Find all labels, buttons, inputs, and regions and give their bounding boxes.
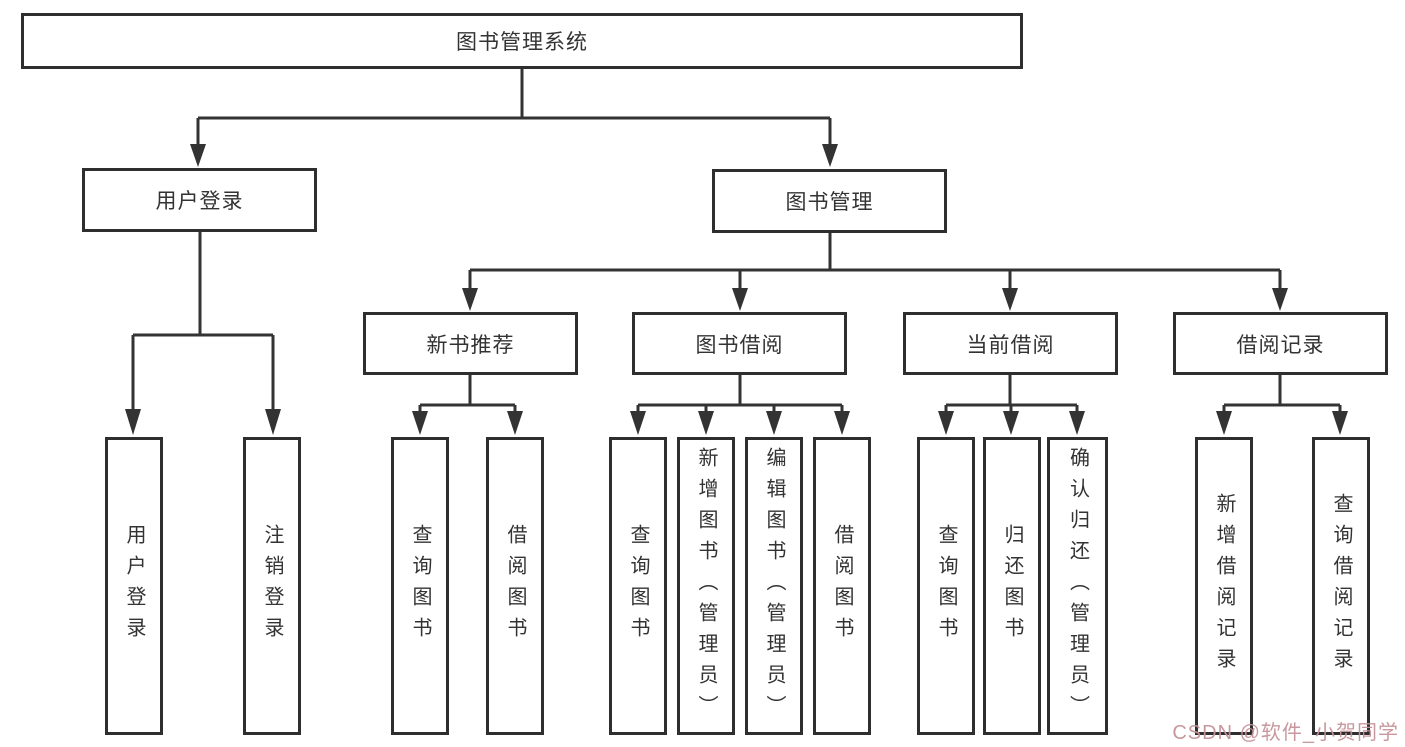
leaf-query-borrow-record: 查询借阅记录 — [1312, 437, 1370, 735]
node-root: 图书管理系统 — [21, 13, 1023, 69]
leaf-query-book-current: 查询图书 — [917, 437, 975, 735]
leaf-add-borrow-record-label: 新增借阅记录 — [1213, 493, 1235, 679]
leaf-query-book-borrow: 查询图书 — [609, 437, 667, 735]
node-new-book-recommend: 新书推荐 — [363, 312, 578, 375]
leaf-edit-book-admin-label: 编辑图书（管理员） — [763, 446, 785, 726]
node-current-borrow: 当前借阅 — [903, 312, 1118, 375]
leaf-add-book-admin-label: 新增图书（管理员） — [695, 446, 717, 726]
leaf-edit-book-admin: 编辑图书（管理员） — [745, 437, 803, 735]
leaf-borrow-book-label: 借阅图书 — [831, 524, 853, 648]
leaf-logout: 注销登录 — [243, 437, 301, 735]
leaf-user-login: 用户登录 — [105, 437, 163, 735]
node-borrow-records: 借阅记录 — [1173, 312, 1388, 375]
node-user-login: 用户登录 — [82, 168, 317, 232]
leaf-query-borrow-record-label: 查询借阅记录 — [1330, 493, 1352, 679]
leaf-query-book-rec: 查询图书 — [391, 437, 449, 735]
leaf-query-book-rec-label: 查询图书 — [409, 524, 431, 648]
leaf-borrow-book-rec: 借阅图书 — [486, 437, 544, 735]
leaf-borrow-book: 借阅图书 — [813, 437, 871, 735]
leaf-borrow-book-rec-label: 借阅图书 — [504, 524, 526, 648]
node-book-borrow: 图书借阅 — [632, 312, 847, 375]
leaf-confirm-return-admin: 确认归还（管理员） — [1047, 437, 1108, 735]
leaf-return-book: 归还图书 — [983, 437, 1041, 735]
leaf-add-book-admin: 新增图书（管理员） — [677, 437, 735, 735]
leaf-query-book-borrow-label: 查询图书 — [627, 524, 649, 648]
leaf-confirm-return-admin-label: 确认归还（管理员） — [1066, 446, 1089, 726]
leaf-logout-label: 注销登录 — [261, 524, 283, 648]
leaf-query-book-current-label: 查询图书 — [935, 524, 957, 648]
csdn-watermark: CSDN @软件_小贺同学 — [1172, 722, 1399, 744]
leaf-user-login-label: 用户登录 — [123, 524, 145, 648]
leaf-add-borrow-record: 新增借阅记录 — [1195, 437, 1253, 735]
node-book-management: 图书管理 — [712, 169, 947, 233]
leaf-return-book-label: 归还图书 — [1001, 524, 1023, 648]
